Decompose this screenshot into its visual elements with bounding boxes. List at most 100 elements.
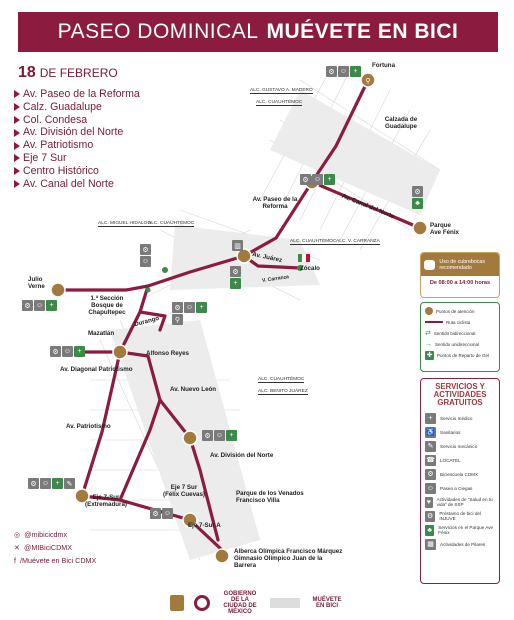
mask-hours: De 08:00 a 14:00 horas	[429, 280, 491, 286]
svg-text:⚲: ⚲	[365, 77, 370, 85]
service-row: ⚙Préstamo de bici del INJUVE	[425, 509, 495, 523]
people-icon: ☺	[34, 300, 45, 311]
bike-icon: ⚙	[230, 266, 241, 277]
route-item: Centro Histórico	[14, 165, 140, 178]
service-icons-division: ⚙☺+	[202, 430, 237, 441]
service-row: ✎Servicio mecánico	[425, 439, 495, 453]
label-division: Av. División del Norte	[210, 452, 274, 459]
triangle-icon	[14, 167, 20, 176]
triangle-icon	[14, 154, 20, 163]
label-reforma: Av. Paseo de la Reforma	[252, 196, 298, 210]
service-icons-eje7: ⚙☺	[150, 508, 173, 519]
legend-row: ✚Puntos de Reparto de Gel	[425, 350, 490, 360]
medical-icon: +	[52, 478, 63, 489]
service-row: ♿Sanitarios	[425, 426, 461, 438]
point-julio-verne	[50, 282, 66, 298]
tree-icon: ♣	[425, 524, 435, 536]
medical-icon: +	[196, 302, 207, 313]
label-eje7: Eje 7 Sur (Félix Cuevas)	[163, 484, 205, 498]
x-icon: ✕	[14, 543, 21, 552]
triangle-icon	[14, 115, 20, 124]
service-icons-diagonal: ⚙☺+	[50, 346, 85, 357]
route-item: Av. Patriotismo	[14, 139, 140, 152]
label-fenix: Parque Ave Fénix	[430, 222, 460, 236]
service-icons-fortuna: ⚙☺+	[326, 66, 361, 77]
label-venados: Parque de los Venados Francisco Villa	[236, 490, 304, 504]
route-line-icon	[425, 321, 443, 323]
bike-loan-icon: ⚙	[425, 510, 436, 522]
alc-benito: ALC. BENITO JUÁREZ	[258, 389, 308, 395]
bike-icon: ⚙	[172, 302, 183, 313]
title-left: PASEO DOMINICAL	[57, 20, 259, 43]
triangle-icon	[14, 90, 20, 99]
label-diagonal: Av. Diagonal Patriotismo	[60, 366, 133, 373]
mask-icon	[424, 259, 436, 270]
people-icon: ☺	[312, 174, 323, 185]
service-icons-juarez: ▥	[232, 240, 243, 251]
alc-madero: ALC. GUSTAVO A. MADERO	[250, 88, 313, 94]
search-icon: ⚲	[172, 314, 183, 325]
legend-row: Ruta ciclista	[425, 318, 495, 326]
service-row: ♣Servicios en el Parque Ave Fénix	[425, 523, 495, 537]
triangle-icon	[14, 141, 20, 150]
people-icon: ☺	[214, 430, 225, 441]
bike-icon: ⚙	[140, 244, 151, 255]
building-icon: ▥	[232, 240, 243, 251]
bike-icon: ⚙	[28, 478, 39, 489]
brand-logo: MUÉVETE EN BICI	[312, 597, 342, 609]
label-chapultepec: 1.ª Sección Bosque de Chapultepec	[88, 295, 126, 316]
service-icons-durango: ⚙☺+ ⚲	[172, 302, 208, 325]
attention-icon	[425, 307, 433, 315]
gobierno-logo: GOBIERNO DE LA CIUDAD DE MÉXICO	[223, 591, 257, 615]
bike-icon: ⚙	[412, 186, 423, 197]
route-item: Eje 7 Sur	[14, 152, 140, 165]
cdmx-logo-icon	[194, 595, 210, 611]
facebook-icon: f	[14, 556, 16, 565]
unidirectional-icon: →	[425, 340, 432, 348]
service-icons-reforma: ⚙☺+	[300, 174, 335, 185]
gel-points	[145, 265, 303, 293]
date-day: 18	[18, 64, 36, 81]
title-right: MUÉVETE EN BICI	[266, 20, 459, 43]
instagram-icon: ◎	[14, 530, 21, 539]
route-item: Av. Paseo de la Reforma	[14, 88, 140, 101]
bike-icon: ⚙	[326, 66, 337, 77]
point-alberca	[214, 548, 230, 564]
medical-icon: +	[324, 174, 335, 185]
label-eje7-ext: Eje 7-Sur (Extremadura)	[85, 494, 127, 508]
label-alfonso: Alfonso Reyes	[146, 350, 189, 357]
partner-logo-icon	[270, 598, 300, 608]
medical-icon: +	[226, 430, 237, 441]
people-icon: ☺	[140, 256, 151, 267]
label-julio-verne: Julio Verne	[28, 276, 45, 290]
bike-icon: ⚙	[202, 430, 213, 441]
people-icon: ☺	[162, 508, 173, 519]
bidirectional-icon: ⇄	[425, 330, 431, 337]
social-facebook[interactable]: f/Muévete en Bici CDMX	[14, 556, 97, 565]
flag-icon	[298, 253, 310, 263]
people-icon: ☺	[184, 302, 195, 313]
pilares-icon: ▦	[425, 538, 436, 550]
service-row: ▦Actividades de Pilares	[425, 537, 495, 551]
point-division	[182, 430, 198, 446]
legend-row: →Sentido unidireccional	[425, 340, 480, 348]
wrench-icon: ✎	[425, 440, 436, 452]
point-fortuna: ⚲	[360, 72, 376, 88]
social-instagram[interactable]: ◎@mibicicdmx	[14, 530, 68, 539]
health-icon: ♥	[425, 496, 433, 508]
mask-text: Uso de cubrebocas recomendado	[439, 258, 486, 271]
point-diagonal	[112, 344, 128, 360]
label-fortuna: Fortuna	[372, 62, 396, 69]
social-x[interactable]: ✕@MIBiciCDMX	[14, 543, 73, 552]
alc-cuauhtemoc-3: ALC. CUAUHTÉMOC	[290, 239, 337, 245]
alc-vcarranza: ALC. V. CARRANZA	[336, 239, 380, 245]
shield-icon	[170, 595, 184, 611]
medical-icon: +	[230, 278, 241, 289]
people-icon: ☺	[62, 346, 73, 357]
route-list: Av. Paseo de la Reforma Calz. Guadalupe …	[14, 88, 140, 190]
point-juarez	[236, 248, 252, 264]
service-icons-extremadura: ⚙☺+✎	[28, 478, 75, 489]
blind-icon: ☺	[425, 482, 436, 494]
label-zocalo: Zócalo	[300, 265, 320, 272]
service-row: ♥Actividades de "Salud en tu vida" de SS…	[425, 496, 493, 508]
